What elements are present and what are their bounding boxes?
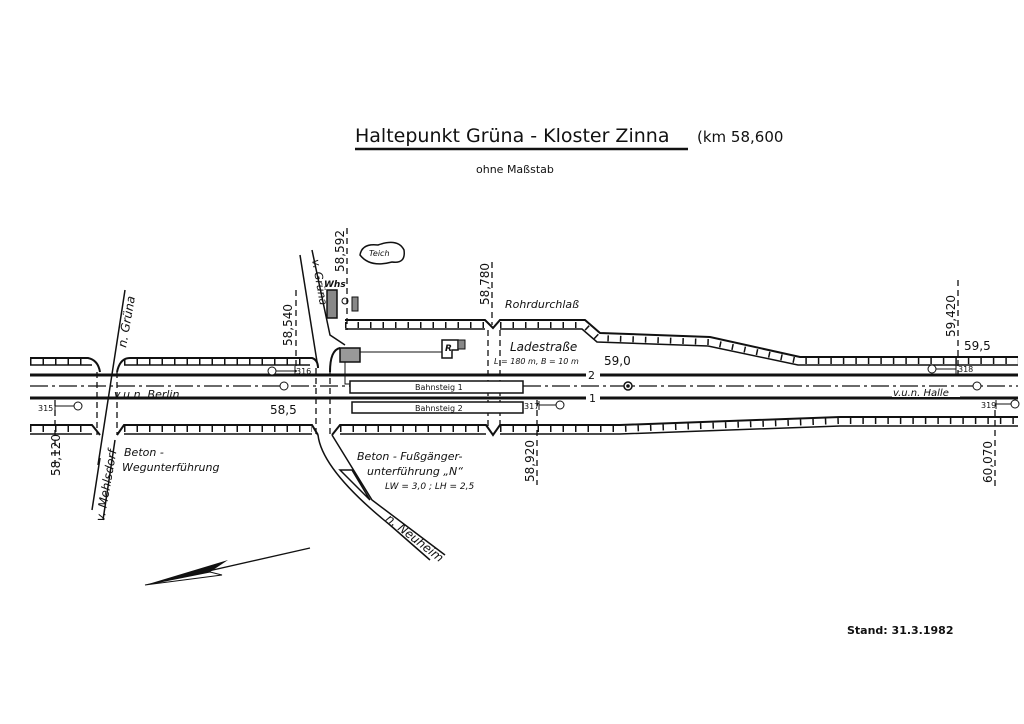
- loading-road-dims: L = 180 m, B = 10 m: [494, 357, 579, 366]
- pond-label: Teich: [369, 249, 390, 258]
- signal-319-label: 319: [981, 401, 996, 410]
- road-from-gruna: [299, 249, 346, 369]
- subtitle: ohne Maßstab: [476, 163, 554, 176]
- lower-embankment: [30, 416, 1018, 437]
- platform-2: [351, 401, 524, 414]
- direction-halle: v.u.n. Halle: [893, 388, 949, 399]
- stand-date: Stand: 31.3.1982: [847, 624, 953, 637]
- pond: [359, 241, 405, 265]
- whs-building: [326, 289, 338, 319]
- platform-1: [349, 380, 524, 394]
- signal-317: 317: [524, 400, 565, 411]
- underpass-lines: [96, 330, 501, 435]
- road-gruna: [91, 289, 126, 521]
- km-label-58-5: 58,5: [270, 403, 297, 417]
- signal-315: 315: [38, 401, 83, 413]
- signal-316-label: 316: [296, 367, 311, 376]
- building-r-label: R: [445, 344, 452, 354]
- signal-317-label: 317: [524, 402, 539, 411]
- whs-label: Whs: [324, 280, 346, 290]
- road-label-to-gruna: n. Grüna: [115, 295, 138, 349]
- signal-315-label: 315: [38, 404, 53, 413]
- km-post-58592: 58,592: [333, 230, 347, 272]
- ped-underpass-label-1: Beton - Fußgänger-: [357, 450, 462, 463]
- km-label-59-5: 59,5: [964, 339, 991, 353]
- km-post-58780: 58,780: [478, 263, 492, 305]
- signal-316: 316: [267, 366, 311, 376]
- signal-319: 319: [981, 399, 1020, 410]
- km-post-59420: 59,420: [944, 295, 958, 337]
- km-post-58120: 58,120: [49, 434, 63, 476]
- whs-annex: [351, 296, 359, 312]
- km-post-line: [54, 228, 996, 490]
- road-label-to-neuheim: n. Neuheim: [383, 511, 446, 565]
- well-icon: [341, 297, 349, 305]
- signal-318-label: 318: [958, 365, 973, 374]
- road-underpass-label-1: Beton -: [124, 446, 164, 459]
- ped-underpass-label-2: unterführung „N“: [367, 465, 463, 478]
- km-label-59-0: 59,0: [604, 354, 631, 368]
- signal-318: 318: [927, 364, 973, 374]
- centerline-marker: [279, 381, 289, 391]
- direction-berlin: v.u.n. Berlin: [114, 388, 179, 401]
- platform-2-label: Bahnsteig 2: [415, 404, 463, 413]
- platform-1-label: Bahnsteig 1: [415, 383, 463, 392]
- track-2-number: 2: [588, 369, 595, 382]
- ped-underpass-label-3: LW = 3,0 ; LH = 2,5: [385, 482, 475, 492]
- km-post-58540: 58,540: [281, 304, 295, 346]
- km-post-60070: 60,070: [981, 441, 995, 483]
- km-post-58920: 58,920: [523, 440, 537, 482]
- loading-road-label: Ladestraße: [510, 340, 577, 354]
- title-km: (km 58,600: [697, 128, 783, 146]
- road-label-from-mehlsdorf: v. Mehlsdorf: [93, 447, 120, 523]
- track-1-number: 1: [589, 392, 596, 405]
- building-r: R: [441, 339, 466, 359]
- north-arrow: [144, 547, 311, 586]
- road-to-neuheim: [317, 434, 446, 561]
- culvert-label: Rohrdurchlaß: [505, 298, 579, 311]
- hatched-building: [339, 347, 361, 363]
- diagram-title: Haltepunkt Grüna - Kloster Zinna: [355, 125, 669, 147]
- road-underpass-label-2: Wegunterführung: [122, 461, 219, 474]
- centerline-marker: [972, 381, 982, 391]
